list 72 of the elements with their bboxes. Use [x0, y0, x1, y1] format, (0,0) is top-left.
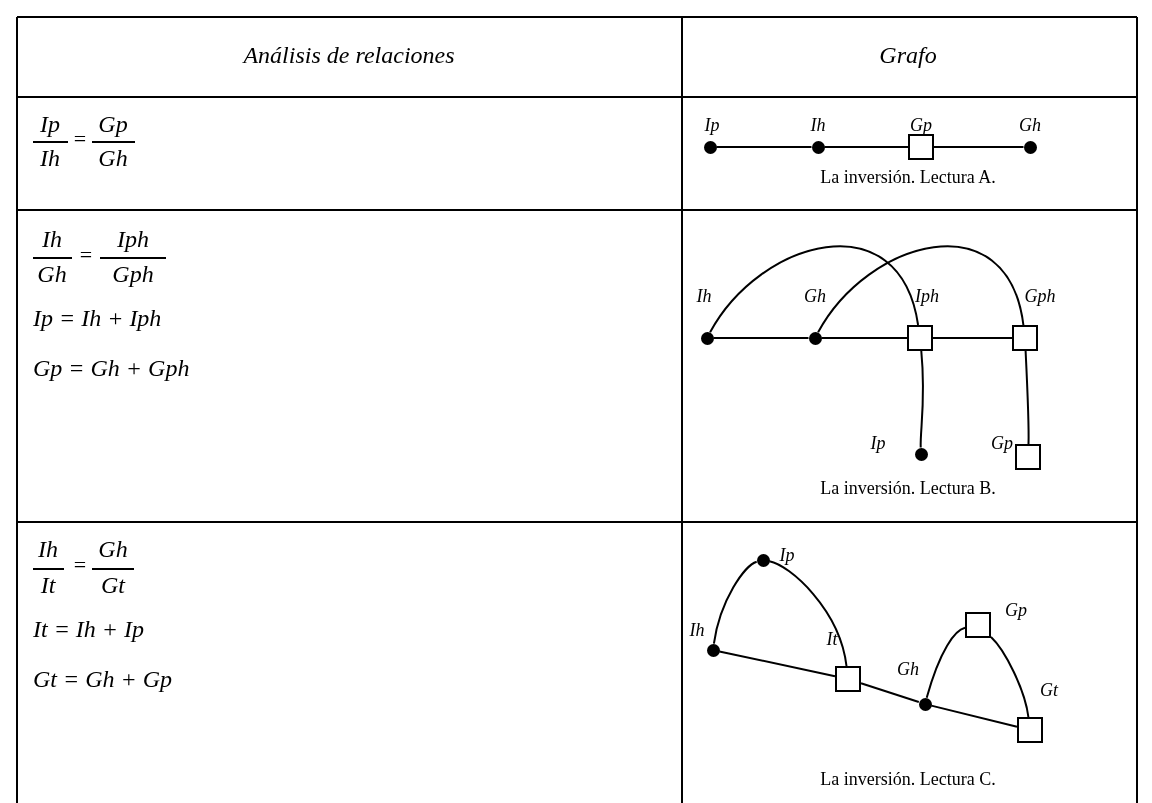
denominator: Gh — [98, 146, 128, 170]
equation: Ip = Ih + Iph — [33, 306, 162, 330]
graph-edge — [823, 146, 909, 148]
graph-edge — [768, 560, 848, 667]
graph-edge — [712, 560, 758, 645]
vertex-label: Ih — [696, 287, 712, 305]
vertex-label: Gph — [1024, 287, 1056, 305]
graph-edge — [817, 245, 1025, 334]
denominator: Ih — [40, 146, 60, 170]
graph-edge — [933, 146, 1025, 148]
vertex-label: Iph — [915, 287, 939, 305]
vertex-dot — [706, 643, 720, 657]
vertex-square — [908, 134, 934, 160]
denominator: Gt — [101, 573, 125, 597]
graph-edge — [919, 350, 925, 449]
vertex-label: Ip — [779, 546, 795, 564]
equals-sign: = — [79, 244, 93, 266]
graph-edge — [930, 704, 1018, 728]
numerator: Ip — [40, 112, 60, 136]
graph-edge — [990, 636, 1030, 718]
numerator: Iph — [117, 227, 149, 251]
vertex-dot — [914, 447, 928, 461]
vertex-label: Ip — [704, 116, 720, 134]
vertex-label: Ip — [870, 434, 886, 452]
graph-edge — [932, 337, 1013, 339]
graph-edge — [820, 337, 908, 339]
denominator: Gph — [112, 262, 154, 286]
equation: Gp = Gh + Gph — [33, 356, 190, 380]
vertex-label: Ih — [689, 621, 705, 639]
vertex-square — [907, 325, 933, 351]
denominator: It — [40, 573, 56, 597]
numerator: Ih — [42, 227, 62, 251]
vertex-dot — [808, 331, 822, 345]
graph-caption: La inversión. Lectura B. — [820, 479, 996, 497]
vertex-label: Gp — [1005, 601, 1027, 619]
vertex-label: Ih — [810, 116, 826, 134]
vertex-label: Gh — [804, 287, 826, 305]
vertex-label: Gp — [991, 434, 1013, 452]
graph-edge — [860, 682, 920, 703]
numerator: Ih — [38, 537, 58, 561]
vertex-square — [1017, 717, 1043, 743]
vertex-dot — [703, 140, 717, 154]
equation: It = Ih + Ip — [33, 617, 145, 641]
graph-edge — [1024, 350, 1030, 445]
vertex-dot — [918, 697, 932, 711]
equals-sign: = — [73, 128, 87, 150]
vertex-square — [1012, 325, 1038, 351]
vertex-dot — [700, 331, 714, 345]
equation: Gt = Gh + Gp — [33, 667, 173, 691]
graph-edge — [715, 146, 813, 148]
vertex-label: Gt — [1040, 681, 1058, 699]
graph-edge — [712, 337, 810, 339]
vertex-dot — [1023, 140, 1037, 154]
vertex-label: Gh — [1019, 116, 1041, 134]
column-header: Grafo — [879, 43, 937, 67]
vertex-dot — [811, 140, 825, 154]
equals-sign: = — [73, 554, 87, 576]
column-header: Análisis de relaciones — [243, 43, 455, 67]
vertex-square — [835, 666, 861, 692]
graph-edge — [925, 626, 966, 699]
graph-edge — [718, 650, 836, 678]
vertex-square — [965, 612, 991, 638]
graph-caption: La inversión. Lectura A. — [820, 168, 996, 186]
numerator: Gp — [98, 112, 128, 136]
vertex-dot — [756, 553, 770, 567]
vertex-label: It — [826, 630, 838, 648]
denominator: Gh — [37, 262, 67, 286]
graph-caption: La inversión. Lectura C. — [820, 770, 996, 788]
graph-edge — [709, 245, 920, 334]
vertex-label: Gh — [897, 660, 919, 678]
numerator: Gh — [98, 537, 128, 561]
vertex-square — [1015, 444, 1041, 470]
